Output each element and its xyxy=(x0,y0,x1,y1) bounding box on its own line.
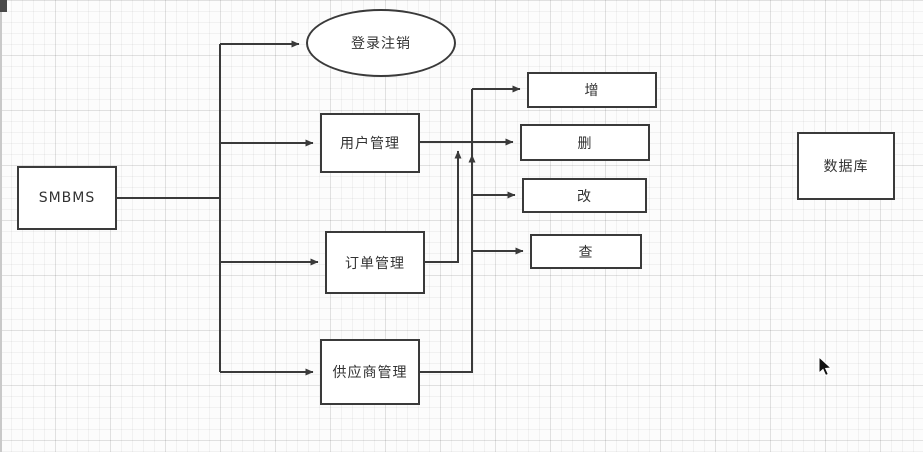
node-login-logout-label: 登录注销 xyxy=(351,36,411,52)
mouse-cursor xyxy=(818,356,833,377)
node-smbms-label: SMBMS xyxy=(38,190,96,206)
node-login-logout[interactable]: 登录注销 xyxy=(306,9,456,77)
canvas-corner-mark xyxy=(0,0,7,12)
edge-order-to-junction[interactable] xyxy=(425,150,462,263)
node-crud-update-label: 改 xyxy=(577,188,592,205)
node-crud-delete-label: 删 xyxy=(577,135,593,152)
node-supplier-management-label: 供应商管理 xyxy=(332,365,408,381)
node-smbms[interactable]: SMBMS xyxy=(17,166,117,230)
node-order-management[interactable]: 订单管理 xyxy=(325,231,425,294)
node-order-management-label: 订单管理 xyxy=(345,255,405,272)
node-crud-query-label: 查 xyxy=(578,244,594,261)
canvas-left-edge xyxy=(0,0,2,452)
edge-supplier-to-junction[interactable] xyxy=(420,154,476,373)
node-crud-delete[interactable]: 删 xyxy=(520,124,650,161)
node-user-management-label: 用户管理 xyxy=(340,136,400,152)
node-crud-add-label: 增 xyxy=(584,83,600,99)
node-crud-update[interactable]: 改 xyxy=(522,178,647,213)
node-database-label: 数据库 xyxy=(823,159,869,175)
node-database[interactable]: 数据库 xyxy=(797,132,895,200)
node-crud-add[interactable]: 增 xyxy=(527,72,657,108)
node-user-management[interactable]: 用户管理 xyxy=(320,113,420,173)
node-crud-query[interactable]: 查 xyxy=(530,234,642,269)
node-supplier-management[interactable]: 供应商管理 xyxy=(320,339,420,405)
